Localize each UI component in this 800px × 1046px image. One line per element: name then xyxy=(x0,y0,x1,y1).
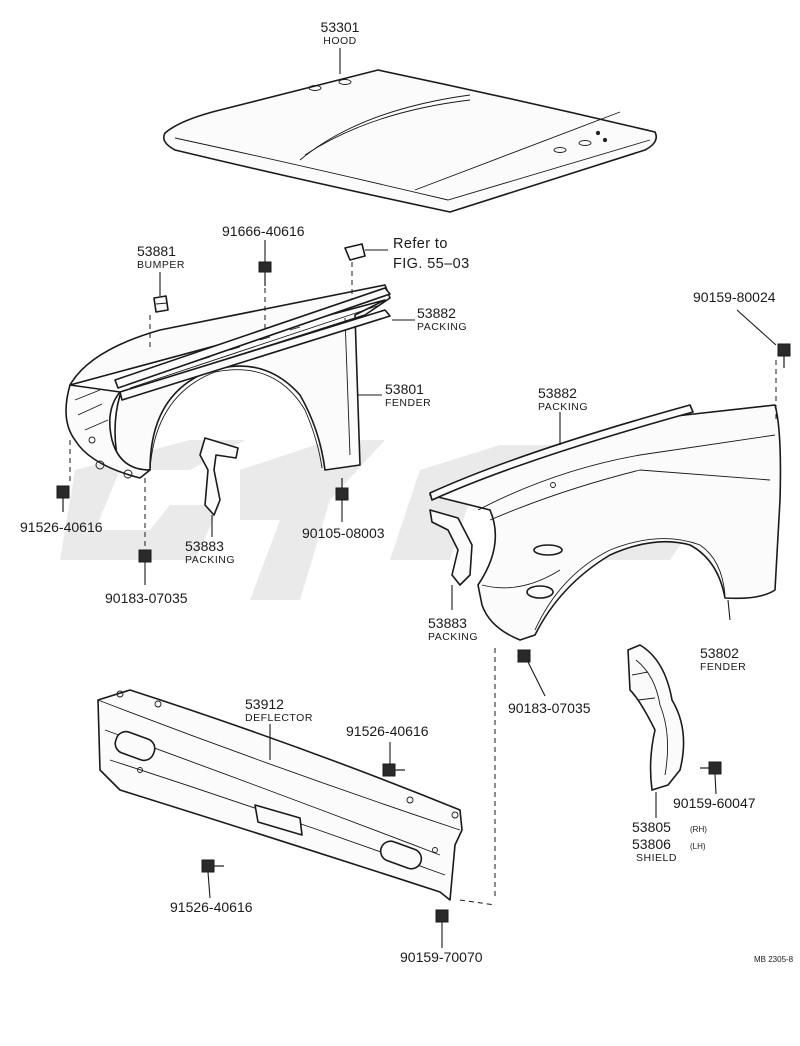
bumper-part xyxy=(153,295,169,313)
shield-tag-rh: (RH) xyxy=(690,825,707,834)
packing-top-name: PACKING xyxy=(417,321,467,333)
bolt-90159-70070-icon xyxy=(435,909,449,923)
bumper-name: BUMPER xyxy=(137,259,185,271)
figure-code: MB 2305-8 xyxy=(754,955,794,964)
bolt-90159-80024-number: 90159-80024 xyxy=(693,289,776,305)
bolt-90159-60047-icon xyxy=(700,761,722,775)
bolt-91666-icon xyxy=(258,261,272,286)
fender-right-number: 53802 xyxy=(700,645,739,661)
bolt-91526-mid-icon xyxy=(382,763,405,777)
fender-right-name: FENDER xyxy=(700,661,746,673)
bolt-91526-bottom-leader xyxy=(207,871,211,899)
packing-right-strip xyxy=(429,404,694,501)
packing-lower-right-part xyxy=(429,509,473,586)
fender-left-part xyxy=(65,284,391,479)
shield-part xyxy=(627,644,685,791)
nut-90183-right-number: 90183-07035 xyxy=(508,700,591,716)
packing-lower-right-name: PACKING xyxy=(428,631,478,643)
packing-lower-left-number: 53883 xyxy=(185,538,224,554)
bolt-90159-70070-number: 90159-70070 xyxy=(400,949,483,965)
refer-line2: FIG. 55–03 xyxy=(393,256,470,272)
packing-lower-left-name: PACKING xyxy=(185,554,235,566)
nut-90183-right-leader xyxy=(527,661,546,697)
packing-lower-left-part xyxy=(199,437,239,516)
nut-90183-left-icon xyxy=(138,549,152,563)
packing-right-name: PACKING xyxy=(538,401,588,413)
fender-right-leader xyxy=(727,599,731,621)
shield-number-lh: 53806 xyxy=(632,836,671,852)
bolt-90159-80024-icon xyxy=(777,343,791,368)
hood-number: 53301 xyxy=(321,19,360,35)
bumper-number: 53881 xyxy=(137,243,176,259)
bolt-90159-60047-number: 90159-60047 xyxy=(673,795,756,811)
bolt-90105-icon xyxy=(335,478,349,501)
bolt-91526-bottom-number: 91526-40616 xyxy=(170,899,253,915)
bolt-91526-bottom-icon xyxy=(201,859,224,873)
shield-number-rh: 53805 xyxy=(632,819,671,835)
bolt-91526-left-icon xyxy=(56,485,70,512)
nut-90183-right-icon xyxy=(517,649,531,663)
packing-top-strips xyxy=(114,287,391,401)
hood-part xyxy=(162,69,658,213)
bolt-91526-left-number: 91526-40616 xyxy=(20,519,103,535)
packing-lower-right-number: 53883 xyxy=(428,615,467,631)
shield-tag-lh: (LH) xyxy=(690,842,706,851)
deflector-number: 53912 xyxy=(245,696,284,712)
deflector-part xyxy=(97,689,463,901)
deflector-name: DEFLECTOR xyxy=(245,712,313,724)
bolt-90105-number: 90105-08003 xyxy=(302,525,385,541)
packing-top-number: 53882 xyxy=(417,305,456,321)
refer-line1: Refer to xyxy=(393,236,448,252)
hood-name: HOOD xyxy=(323,35,357,47)
packing-right-number: 53882 xyxy=(538,385,577,401)
nut-90183-left-number: 90183-07035 xyxy=(105,590,188,606)
fender-left-number: 53801 xyxy=(385,381,424,397)
fender-right-part xyxy=(429,404,782,641)
bolt-90159-60047-leader xyxy=(714,773,717,795)
bolt-91666-number: 91666-40616 xyxy=(222,223,305,239)
deflector-corner-dashline xyxy=(459,899,496,906)
fender-left-name: FENDER xyxy=(385,397,431,409)
shield-name: SHIELD xyxy=(636,852,677,864)
clip-refer-icon xyxy=(344,243,366,261)
bolt-91526-mid-number: 91526-40616 xyxy=(346,723,429,739)
bolt-90159-80024-leader xyxy=(736,309,777,346)
